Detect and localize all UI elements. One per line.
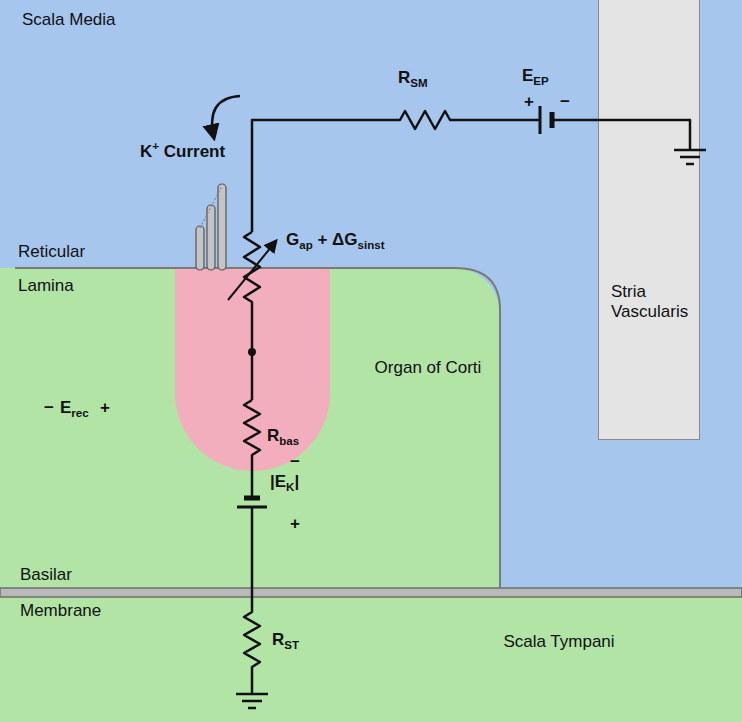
polarity-sign: + — [100, 398, 114, 418]
membrane-label: Reticular — [18, 242, 118, 262]
junction-dot — [248, 348, 256, 356]
apical-resistor — [244, 232, 260, 400]
resistor-label: RSM — [398, 68, 448, 88]
scala-tympani-region-text: Scala Tympani — [500, 632, 618, 652]
current-arrow — [212, 96, 240, 138]
hair-cell-text: Rbas — [267, 426, 322, 446]
scala-media-wire — [252, 111, 540, 232]
battery-label: Erec — [60, 398, 100, 418]
stria-vascularis-text: Stria Vascularis — [611, 282, 699, 321]
polarity-sign: − — [44, 398, 58, 418]
membrane-label: Membrane — [20, 601, 130, 621]
scala-tympani-resistor — [244, 507, 260, 694]
polarity-sign: + — [290, 514, 304, 534]
battery-short-plate — [244, 496, 260, 501]
reticular-lamina-line — [15, 268, 500, 589]
battery-label: |EK| — [270, 472, 320, 492]
organ-of-corti-region-text: Organ of Corti — [372, 358, 484, 378]
conductance-label: Gap + ΔGsinst — [286, 230, 456, 250]
polarity-sign: + — [524, 92, 538, 112]
stria-wire — [552, 120, 690, 150]
current-label: K+ Current — [140, 142, 250, 162]
battery-long-plate — [539, 106, 542, 134]
variable-arrow — [228, 241, 276, 300]
scala-tympani-region: Scala Tympani — [0, 597, 742, 722]
ground-symbol — [236, 694, 268, 708]
polarity-sign: − — [290, 452, 304, 472]
organ-of-corti-region: Organ of CortiRbas — [0, 268, 500, 589]
stria-vascularis: Stria Vascularis — [598, 0, 700, 440]
membrane-label: Lamina — [18, 276, 118, 296]
ground-symbol — [674, 150, 706, 164]
membrane-label: Basilar — [20, 565, 130, 585]
basal-resistor — [244, 400, 260, 498]
polarity-sign: − — [560, 92, 574, 112]
scala-media-region-text: Scala Media — [22, 10, 182, 30]
stereocilia — [196, 184, 226, 270]
battery-label: EEP — [522, 66, 572, 86]
resistor-label: RST — [272, 630, 322, 650]
basilar-membrane-band — [0, 588, 742, 597]
